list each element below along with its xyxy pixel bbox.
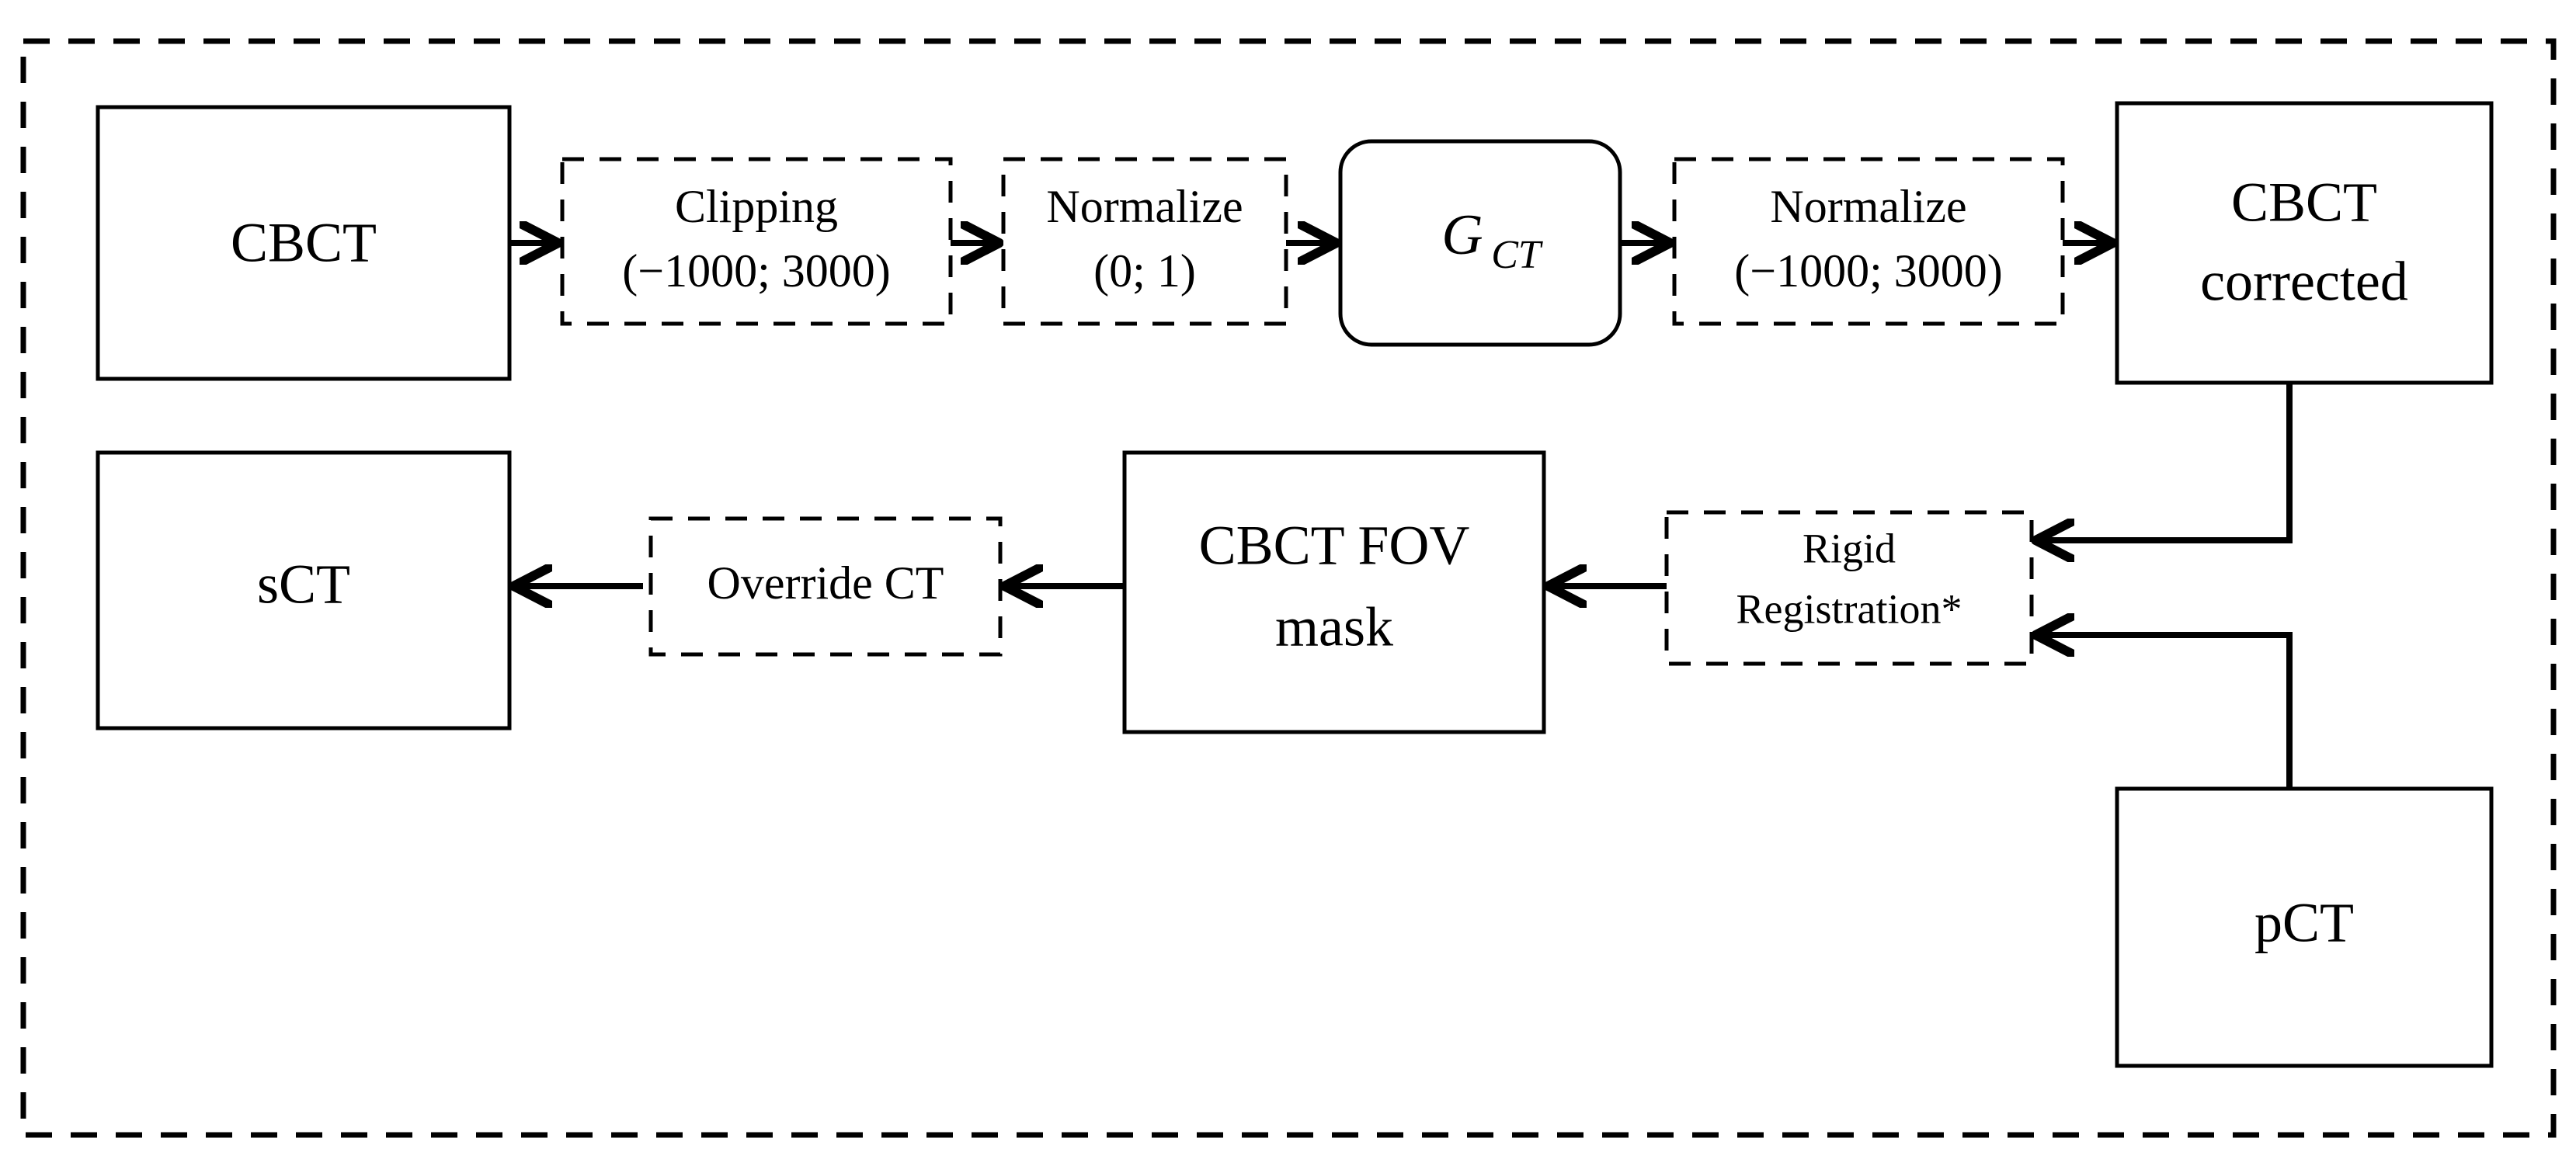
node-cbct-fov-mask-box [1122, 450, 1546, 734]
node-normalize2[interactable]: Normalize (−1000; 3000) [1672, 157, 2065, 326]
node-sct[interactable]: sCT [96, 450, 512, 730]
node-sct-label: sCT [257, 553, 350, 616]
node-cbct-corrected-label-line2: corrected [2200, 251, 2408, 313]
node-override-ct-label: Override CT [707, 557, 944, 609]
node-cbct-fov-mask-label-line1: CBCT FOV [1199, 515, 1470, 577]
node-pct-box [2115, 786, 2494, 1068]
node-generator[interactable]: G CT [1338, 139, 1622, 347]
node-rigid-registration[interactable]: Rigid Registration* [1664, 510, 2034, 666]
node-normalize1-label-line1: Normalize [1046, 181, 1243, 232]
node-rigid-registration-box [1664, 510, 2034, 666]
outer-dashed-container [20, 38, 2557, 1138]
node-cbct-corrected-label-line1: CBCT [2231, 172, 2377, 234]
node-cbct[interactable]: CBCT [96, 105, 512, 381]
node-normalize1[interactable]: Normalize (0; 1) [1001, 157, 1288, 326]
node-normalize1-label-line2: (0; 1) [1093, 245, 1196, 297]
node-clipping-box [560, 157, 953, 326]
node-clipping-label-line2: (−1000; 3000) [622, 245, 890, 297]
node-rigid-registration-label-line1: Rigid [1803, 525, 1896, 571]
node-cbct-box [96, 105, 512, 381]
node-rigid-registration-label-line2: Registration* [1736, 585, 1962, 632]
node-override-ct[interactable]: Override CT [648, 516, 1003, 657]
node-cbct-fov-mask[interactable]: CBCT FOV mask [1122, 450, 1546, 734]
node-pct[interactable]: pCT [2115, 786, 2494, 1068]
node-cbct-corrected[interactable]: CBCT corrected [2115, 101, 2494, 385]
node-cbct-label: CBCT [231, 212, 377, 274]
node-pct-label: pCT [2254, 892, 2354, 954]
node-generator-label: G [1441, 203, 1483, 267]
node-normalize2-box [1672, 157, 2065, 326]
node-cbct-corrected-box [2115, 101, 2494, 385]
node-normalize1-box [1001, 157, 1288, 326]
node-cbct-fov-mask-label-line2: mask [1275, 596, 1393, 658]
node-clipping-label-line1: Clipping [675, 181, 838, 232]
node-normalize2-label-line1: Normalize [1770, 181, 1966, 232]
edge-cbct-corrected-to-rigid-reg [2039, 383, 2293, 540]
node-generator-subscript: CT [1491, 233, 1543, 277]
node-sct-box [96, 450, 512, 730]
node-normalize2-label-line2: (−1000; 3000) [1734, 245, 2002, 297]
edge-pct-to-rigid-reg [2039, 635, 2293, 789]
node-clipping[interactable]: Clipping (−1000; 3000) [560, 157, 953, 326]
